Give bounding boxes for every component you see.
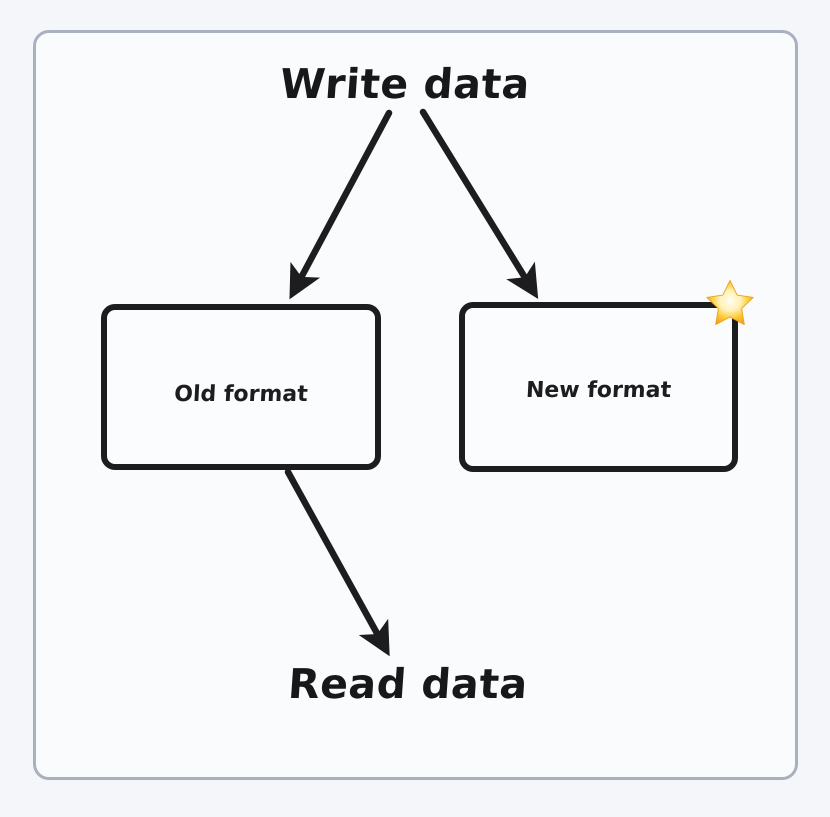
read-data-label: Read data (286, 660, 530, 708)
star-icon (706, 280, 754, 326)
old-format-box[interactable]: Old format (101, 304, 381, 470)
old-format-label: Old format (173, 382, 309, 407)
new-format-box[interactable]: New format (459, 302, 738, 472)
write-data-label: Write data (278, 60, 532, 108)
new-format-label: New format (525, 378, 672, 403)
